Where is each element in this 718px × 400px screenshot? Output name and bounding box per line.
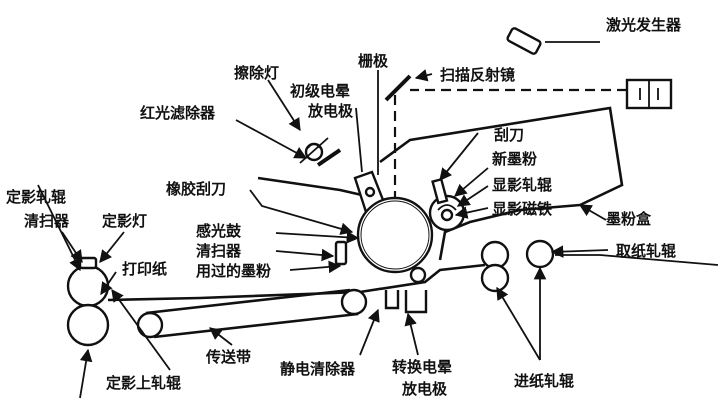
- label-primary-corona-line1: 初级电晕: [290, 82, 350, 100]
- label-erase-lamp: 擦除灯: [234, 64, 279, 82]
- label-developer-magnet: 显影磁铁: [492, 200, 552, 218]
- paper-path: [107, 254, 718, 302]
- scanner-box: [625, 78, 673, 110]
- label-drum: 感光鼓: [196, 222, 242, 240]
- label-fuser-roller: 定影轧辊: [6, 188, 66, 206]
- label-cleaner-left: 清扫器: [24, 212, 70, 230]
- label-grid: 栅极: [358, 52, 389, 70]
- label-toner-box: 墨粉盒: [606, 210, 652, 228]
- label-transfer-corona-line1: 转换电晕: [392, 358, 452, 376]
- label-paper: 打印纸: [122, 260, 167, 278]
- label-primary-corona-line2: 放电极: [307, 102, 354, 120]
- fuser-rollers-part: [66, 256, 110, 347]
- transfer-corona-part: [384, 290, 428, 314]
- laser-generator-part: [506, 27, 542, 55]
- conveyor-belt-part: [136, 288, 368, 339]
- label-feed-roller: 进纸轧辊: [514, 372, 574, 390]
- leader-lines: [37, 41, 609, 399]
- label-fuser-lamp: 定影灯: [102, 212, 147, 230]
- label-scan-mirror: 扫描反射镜: [440, 66, 515, 84]
- label-static-eliminator: 静电清除器: [280, 360, 356, 378]
- blade-part: [431, 177, 449, 205]
- label-cleaner: 清扫器: [196, 242, 242, 260]
- cleaner-part: [334, 240, 348, 266]
- label-used-toner: 用过的墨粉: [196, 262, 271, 280]
- scan-mirror-part: [384, 74, 412, 102]
- red-filter-part: [316, 148, 342, 167]
- label-red-filter: 红光滤除器: [140, 104, 216, 122]
- laser-beam: [393, 88, 627, 200]
- drum-part: [356, 196, 434, 274]
- label-laser-generator: 激光发生器: [606, 16, 682, 34]
- developer-roller-part: [428, 194, 466, 232]
- label-pickup-roller: 取纸轧辊: [616, 242, 676, 260]
- feed-rollers-part: [480, 239, 555, 293]
- label-transfer-corona-line2: 放电极: [401, 380, 448, 398]
- label-rubber-blade: 橡胶刮刀: [166, 180, 226, 198]
- label-fuser-upper-roller: 定影上轧辊: [106, 374, 181, 392]
- label-developer-roller: 显影轧辊: [492, 176, 552, 194]
- label-new-toner: 新墨粉: [492, 150, 537, 168]
- label-conveyor-belt: 传送带: [205, 348, 251, 366]
- label-blade: 刮刀: [494, 126, 524, 144]
- small-roller-part: [409, 266, 427, 284]
